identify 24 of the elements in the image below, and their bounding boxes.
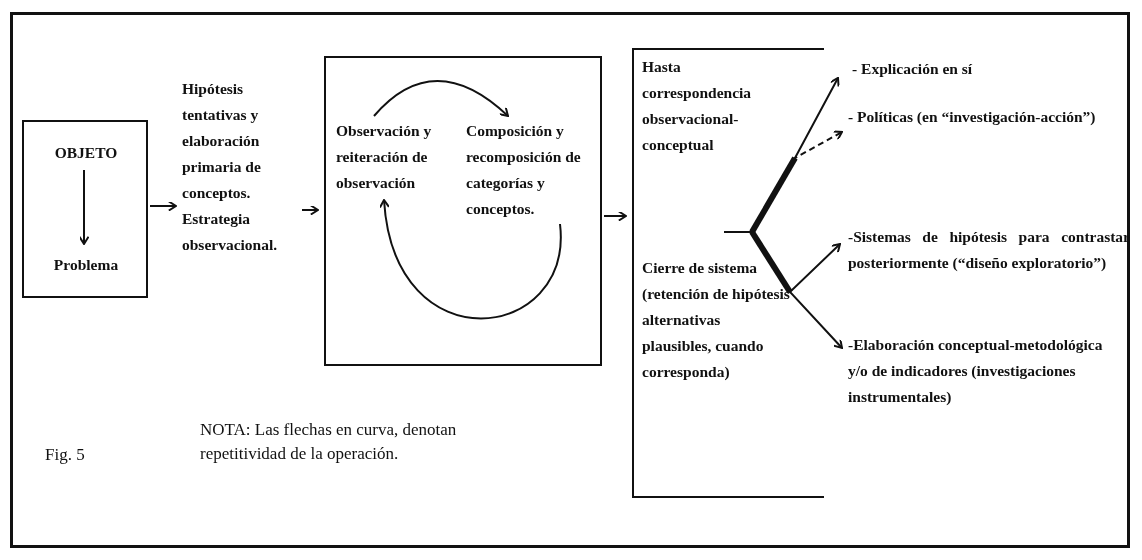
node-text: - Explicación en sí (852, 59, 974, 79)
node-text: Observación y reiteración de observación (336, 121, 433, 193)
process-box (22, 120, 148, 298)
node-text: -Elaboración conceptual-metodológica y/o de indicadores (investigaciones instrumentales) (848, 335, 1104, 407)
note-text: NOTA: Las flechas en curva, denotan repetitividad de la operación. (200, 419, 458, 465)
node-text: OBJETO (53, 143, 119, 163)
process-box (324, 56, 602, 366)
arrow (379, 199, 561, 320)
node-text: Problema (52, 255, 120, 275)
arrow (603, 210, 627, 222)
node-text: Hipótesis tentativas y elaboración primaria de conceptos. Estrategia observacional. (182, 79, 279, 255)
arrow (301, 204, 319, 216)
arrow (149, 200, 177, 212)
arrow (78, 169, 90, 245)
node-text: Cierre de sistema (retención de hipótesis alternativas plausibles, cuando corresponda) (641, 258, 791, 382)
thick-trunk (749, 156, 798, 234)
group-box (632, 48, 824, 498)
figure-number: Fig. 5 (45, 444, 85, 466)
arrow (373, 80, 509, 117)
box-heading: Hasta correspondencia observacional-conceptual (641, 57, 753, 155)
arrow (723, 231, 843, 349)
thick-trunk (749, 230, 793, 294)
node-text: - Políticas (en “investigación-acción”) (848, 107, 1097, 127)
node-text: Composición y recomposición de categorías y conceptos. (466, 121, 582, 219)
